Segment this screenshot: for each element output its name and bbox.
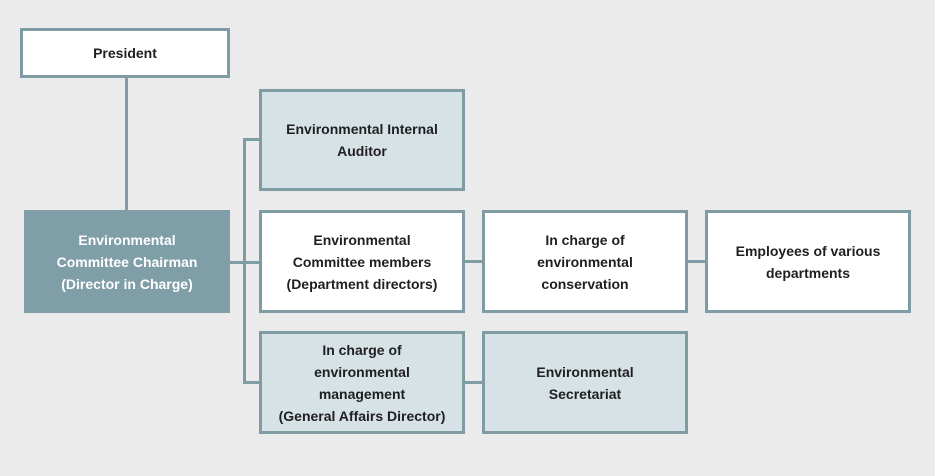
connector-trunk-management [243, 381, 262, 384]
node-committee-members: Environmental Committee members (Departm… [259, 210, 465, 313]
connector-trunk-auditor [243, 138, 262, 141]
node-chairman-label: Environmental Committee Chairman (Direct… [56, 231, 198, 292]
node-committee-chairman: Environmental Committee Chairman (Direct… [24, 210, 230, 313]
node-employees-label: Employees of various departments [735, 242, 881, 281]
node-environmental-management: In charge of environmental management (G… [259, 331, 465, 434]
node-environmental-secretariat: Environmental Secretariat [482, 331, 688, 434]
node-environmental-internal-auditor: Environmental Internal Auditor [259, 89, 465, 191]
node-environmental-conservation: In charge of environmental conservation [482, 210, 688, 313]
node-employees: Employees of various departments [705, 210, 911, 313]
connector-conservation-employees [686, 260, 708, 263]
node-management-label: In charge of environmental management (G… [278, 341, 446, 424]
node-committee-members-label: Environmental Committee members (Departm… [286, 231, 438, 292]
connector-vertical-trunk [243, 138, 246, 384]
node-secretariat-label: Environmental Secretariat [536, 363, 634, 402]
node-president: President [20, 28, 230, 78]
node-conservation-label: In charge of environmental conservation [537, 231, 633, 292]
connector-management-secretariat [463, 381, 485, 384]
node-auditor-label: Environmental Internal Auditor [286, 121, 438, 159]
connector-members-conservation [463, 260, 485, 263]
connector-president-chairman [125, 76, 128, 212]
node-president-label: President [93, 45, 157, 61]
